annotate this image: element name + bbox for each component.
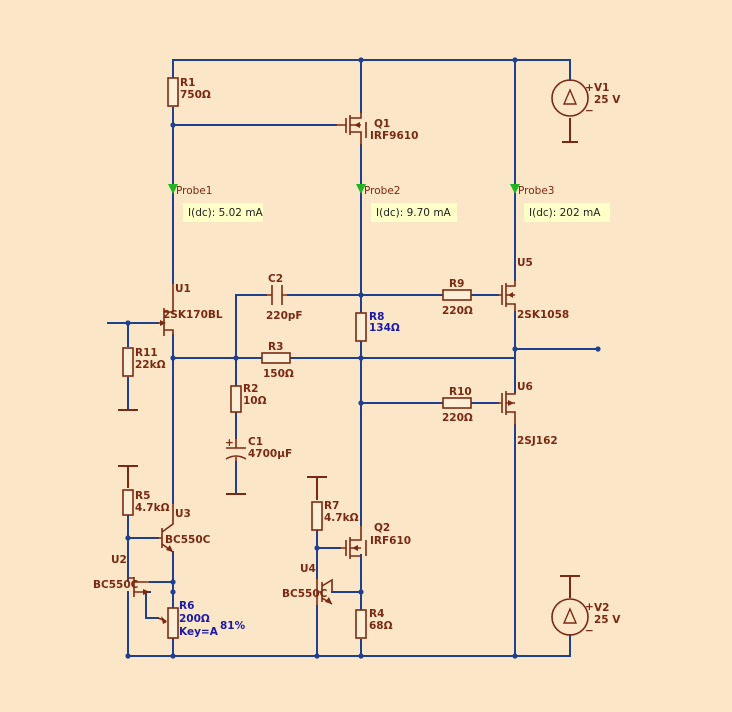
- r5-name: R5: [135, 490, 150, 502]
- mosfet-q2[interactable]: Q2 IRF610: [340, 522, 411, 559]
- u1-value: 2SK170BL: [163, 309, 223, 321]
- mosfet-u5[interactable]: U5 2SK1058: [498, 257, 569, 321]
- resistor-r11[interactable]: R11 22kΩ: [122, 347, 166, 377]
- probe1-reading: I(dc): 5.02 mA: [188, 207, 264, 219]
- r7-name: R7: [324, 500, 339, 512]
- bjt-u4[interactable]: U4 BC550C: [282, 563, 333, 606]
- r6-value: 200Ω: [179, 613, 210, 625]
- u2-name: U2: [111, 554, 127, 566]
- r8-name: R8: [369, 311, 384, 323]
- r1-value: 750Ω: [180, 89, 211, 101]
- r10-value: 220Ω: [442, 412, 473, 424]
- ground-icon: [307, 476, 327, 500]
- ground-icon: [560, 575, 580, 598]
- probe-1[interactable]: Probe1 I(dc): 5.02 mA: [168, 184, 264, 222]
- r2-name: R2: [243, 383, 258, 395]
- v2-minus: −: [585, 625, 594, 637]
- probe3-name: Probe3: [518, 185, 554, 197]
- capacitor-c1[interactable]: + C1 4700μF: [225, 436, 292, 462]
- probe3-reading: I(dc): 202 mA: [529, 207, 601, 219]
- u1-name: U1: [175, 283, 191, 295]
- q2-name: Q2: [374, 522, 390, 534]
- resistor-r1[interactable]: R1 750Ω: [167, 77, 211, 107]
- r2-value: 10Ω: [243, 395, 267, 407]
- v1-plus: +: [585, 82, 594, 94]
- u6-name: U6: [517, 381, 533, 393]
- resistor-r7[interactable]: R7 4.7kΩ: [311, 500, 359, 531]
- probe1-name: Probe1: [176, 185, 212, 197]
- q1-name: Q1: [374, 118, 390, 130]
- probe-arrow-icon: [510, 184, 520, 194]
- r3-name: R3: [268, 341, 283, 353]
- u2-value: BC550C: [93, 579, 139, 591]
- u4-name: U4: [300, 563, 316, 575]
- r11-name: R11: [135, 347, 158, 359]
- c2-value: 220pF: [266, 310, 303, 322]
- resistor-r5[interactable]: R5 4.7kΩ: [122, 489, 170, 516]
- resistor-r10[interactable]: R10 220Ω: [442, 386, 473, 424]
- r10-name: R10: [449, 386, 472, 398]
- q2-value: IRF610: [370, 535, 411, 547]
- r6-name: R6: [179, 600, 194, 612]
- resistor-r2[interactable]: R2 10Ω: [230, 383, 267, 413]
- r9-value: 220Ω: [442, 305, 473, 317]
- resistor-r4[interactable]: R4 68Ω: [355, 608, 393, 639]
- u3-value: BC550C: [165, 534, 211, 546]
- resistor-r9[interactable]: R9 220Ω: [442, 278, 473, 317]
- u6-value: 2SJ162: [517, 435, 558, 447]
- r3-value: 150Ω: [263, 368, 294, 380]
- resistor-r3[interactable]: R3 150Ω: [261, 341, 294, 380]
- r4-name: R4: [369, 608, 384, 620]
- jfet-u1[interactable]: U1 2SK170BL: [158, 283, 223, 336]
- r9-name: R9: [449, 278, 464, 290]
- probe-arrow-icon: [168, 184, 178, 194]
- r11-value: 22kΩ: [135, 359, 166, 371]
- v1-name: V1: [594, 82, 609, 94]
- mosfet-q1[interactable]: Q1 IRF9610: [336, 112, 418, 145]
- voltage-source-v2[interactable]: + V2 25 V −: [551, 598, 621, 637]
- c1-name: C1: [248, 436, 263, 448]
- r6-setting: 81%: [220, 620, 246, 632]
- capacitor-c2[interactable]: C2 220pF: [266, 273, 303, 322]
- u4-value: BC550C: [282, 588, 328, 600]
- voltage-source-v1[interactable]: + V1 25 V −: [551, 79, 621, 117]
- ground-symbols: [118, 118, 580, 598]
- r4-value: 68Ω: [369, 620, 393, 632]
- q1-value: IRF9610: [370, 130, 418, 142]
- v1-value: 25 V: [594, 94, 621, 106]
- potentiometer-r6[interactable]: R6 200Ω Key=A 81%: [157, 600, 246, 639]
- c1-value: 4700μF: [248, 448, 292, 460]
- probe-3[interactable]: Probe3 I(dc): 202 mA: [510, 184, 610, 222]
- v2-plus: +: [585, 601, 594, 613]
- c2-name: C2: [268, 273, 283, 285]
- r7-value: 4.7kΩ: [324, 512, 359, 524]
- u5-value: 2SK1058: [517, 309, 569, 321]
- u3-name: U3: [175, 508, 191, 520]
- probe2-reading: I(dc): 9.70 mA: [376, 207, 452, 219]
- v1-minus: −: [585, 105, 594, 117]
- r8-value: 134Ω: [369, 322, 400, 334]
- ground-icon: [562, 118, 578, 143]
- v2-value: 25 V: [594, 614, 621, 626]
- r6-key: Key=A: [179, 626, 219, 638]
- probe-2[interactable]: Probe2 I(dc): 9.70 mA: [356, 184, 457, 222]
- mosfet-u6[interactable]: U6 2SJ162: [498, 381, 558, 447]
- r5-value: 4.7kΩ: [135, 502, 170, 514]
- u5-name: U5: [517, 257, 533, 269]
- bjt-u2[interactable]: U2 BC550C: [93, 554, 150, 597]
- probe-arrow-icon: [356, 184, 366, 194]
- r1-name: R1: [180, 77, 195, 89]
- ground-icon: [118, 465, 138, 488]
- bjt-u3[interactable]: U3 BC550C: [158, 503, 211, 553]
- v2-name: V2: [594, 602, 609, 614]
- resistor-r8[interactable]: R8 134Ω: [355, 311, 400, 342]
- c1-plus: +: [225, 437, 234, 449]
- wires: [107, 59, 599, 657]
- junctions: [125, 57, 601, 659]
- probe2-name: Probe2: [364, 185, 400, 197]
